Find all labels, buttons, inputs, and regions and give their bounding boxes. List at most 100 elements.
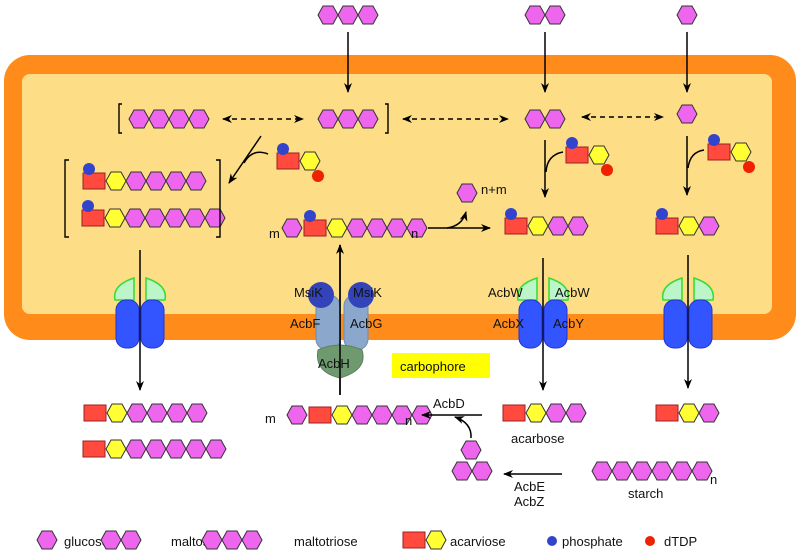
acarviose-cyclitol [565, 146, 589, 164]
label-acbw-left: AcbW [488, 285, 523, 300]
glucose-unit [547, 216, 569, 236]
phosphate-group [82, 200, 94, 212]
arrow-transglycosylation-left [228, 135, 262, 184]
glucose-unit [317, 109, 339, 129]
acarviose-cyclitol [655, 217, 679, 235]
label-acbf: AcbF [290, 316, 320, 331]
glucose-unit [386, 218, 408, 238]
acarviose-hexose [678, 403, 700, 423]
acarviose-cyclitol [82, 172, 106, 190]
transporter-right [661, 276, 715, 349]
glucose-unit [524, 109, 546, 129]
acarviose-cyclitol [308, 406, 332, 424]
label-n-starch: n [710, 472, 717, 487]
phosphate-group [708, 134, 720, 146]
glucose-unit [241, 530, 263, 550]
glucose-unit [204, 208, 226, 228]
acarviose-hexose [105, 439, 127, 459]
glucose-unit [544, 109, 566, 129]
glucose-unit [591, 461, 613, 481]
acarviose-cyclitol [83, 404, 107, 422]
acarviose-cyclitol [504, 217, 528, 235]
glucose-unit [120, 530, 142, 550]
label-acbz: AcbZ [514, 494, 544, 509]
transporter-subunit-left [518, 299, 543, 349]
acarviose-hexose [730, 142, 752, 162]
acarviose-cyclitol [276, 152, 300, 170]
cytoplasm [22, 74, 772, 314]
glucose-unit [165, 439, 187, 459]
glucose-unit [168, 109, 190, 129]
transporter-cap-left [661, 276, 683, 301]
label-acbx: AcbX [493, 316, 524, 331]
transporter-subunit-right [543, 299, 568, 349]
glucose-unit [164, 208, 186, 228]
glucose-unit [205, 439, 227, 459]
acarviose-hexose [588, 145, 610, 165]
transporter-subunit-right [140, 299, 165, 349]
glucose-unit [145, 171, 167, 191]
dtdp-group [312, 170, 324, 182]
transporter-subunit-left [663, 299, 688, 349]
legend-label-glucose: glucose [64, 534, 109, 549]
abc-transporter [308, 282, 374, 379]
glucose-unit [456, 183, 478, 203]
transporter-cap-left [113, 276, 135, 301]
label-acbw-right: AcbW [555, 285, 590, 300]
legend-glucose-icon [36, 530, 58, 550]
glucose-unit [145, 439, 167, 459]
legend-acarviose-cyclitol-icon [402, 531, 426, 549]
glucose-unit [544, 5, 566, 25]
glucose-unit [221, 530, 243, 550]
phosphate-group [656, 208, 668, 220]
acarviose-cyclitol [502, 404, 526, 422]
glucose-unit [567, 216, 589, 236]
msik-left-protein [308, 282, 334, 308]
acarviose-hexose [299, 151, 321, 171]
label-msik-right: MsiK [353, 285, 382, 300]
transporter-cap-left [516, 276, 538, 301]
label-acbe: AcbE [514, 479, 545, 494]
glucose-unit [366, 218, 388, 238]
phosphate-group [566, 137, 578, 149]
acarviose-cyclitol [81, 209, 105, 227]
glucose-unit [201, 530, 223, 550]
glucose-unit [128, 109, 150, 129]
glucose-unit [148, 109, 170, 129]
glucose-unit [124, 208, 146, 228]
acarviose-hexose [105, 171, 127, 191]
glucose-unit [100, 530, 122, 550]
label-n-outside: n [405, 413, 412, 428]
label-acarbose: acarbose [511, 431, 564, 446]
glucose-unit [524, 5, 546, 25]
arrows [136, 32, 705, 478]
glucose-unit [185, 439, 207, 459]
glucose-unit [188, 109, 210, 129]
glucose-unit [406, 218, 428, 238]
acarviose-cyclitol [303, 219, 327, 237]
acarviose-hexose [525, 403, 547, 423]
carbophore-highlight [392, 353, 490, 378]
glucose-unit [337, 109, 359, 129]
legend-phosphate-icon [547, 536, 557, 546]
label-msik-left: MsiK [294, 285, 323, 300]
label-carbophore: carbophore [400, 359, 466, 374]
label-starch: starch [628, 486, 663, 501]
acarviose-hexose [678, 216, 700, 236]
label-acbh: AcbH [318, 356, 350, 371]
glucose-unit [631, 461, 653, 481]
phosphate-group [304, 210, 316, 222]
legend-label-acarviose: acarviose [450, 534, 506, 549]
transporter-subunit-right [688, 299, 713, 349]
glucose-unit [676, 104, 698, 124]
glucose-unit [698, 216, 720, 236]
label-n: n [411, 226, 418, 241]
glucose-unit [460, 440, 482, 460]
legend: glucose maltose maltotriose acarviose ph… [36, 530, 697, 550]
glucose-unit [281, 218, 303, 238]
glucose-unit [125, 171, 147, 191]
glucose-unit [565, 403, 587, 423]
acarviose-hexose [527, 216, 549, 236]
phosphate-group [505, 208, 517, 220]
